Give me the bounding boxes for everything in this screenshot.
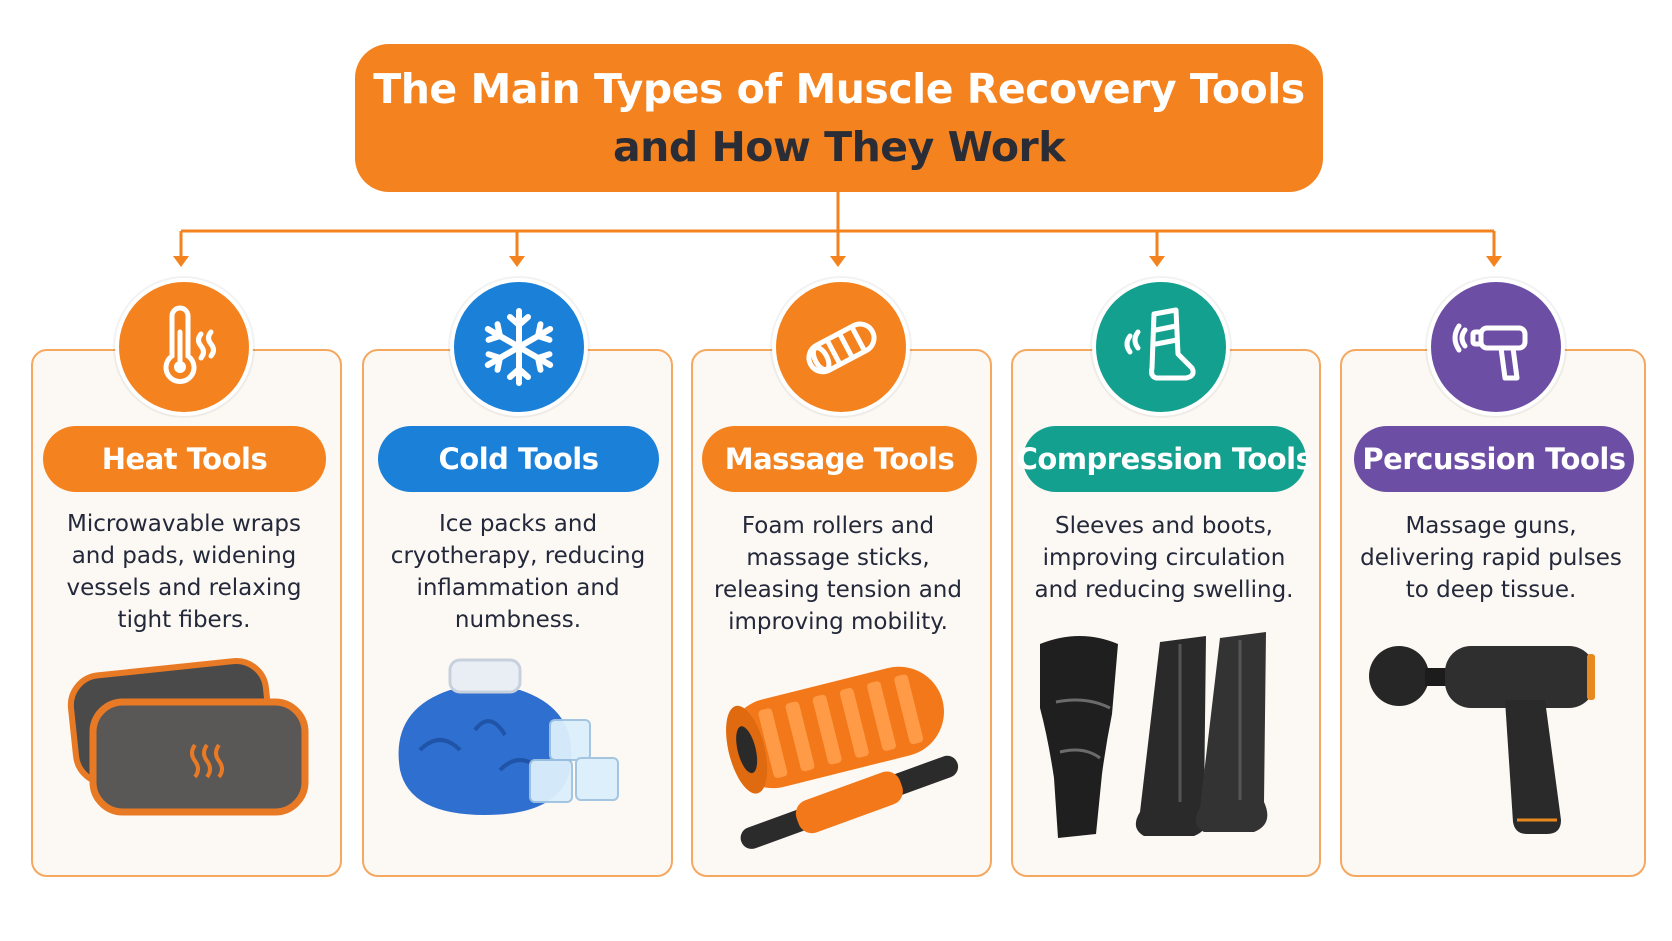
heat-tools-label: Heat Tools	[43, 426, 326, 492]
compression-tools-label: Compression Tools	[1017, 426, 1313, 492]
title-banner: The Main Types of Muscle Recovery Tools …	[355, 44, 1323, 192]
ice-pack-illustration	[398, 658, 619, 815]
foam-roller-icon	[772, 278, 910, 416]
title-line-1: The Main Types of Muscle Recovery Tools	[373, 65, 1305, 113]
massage-tools-label: Massage Tools	[702, 426, 977, 492]
title-line-2: and How They Work	[613, 123, 1066, 171]
massage-tools-description: Foam rollers and massage sticks, releasi…	[714, 513, 962, 635]
arrow-heat	[173, 256, 189, 267]
compression-tools-description: Sleeves and boots, improving circulation…	[1034, 513, 1294, 603]
heat-tools-description: Microwavable wraps and pads, widening ve…	[66, 511, 302, 633]
arrow-compression	[1149, 256, 1165, 267]
cold-tools-description: Ice packs and cryotherapy, reducing infl…	[390, 511, 646, 633]
heat-wrap-illustration	[67, 658, 309, 816]
arrow-massage	[830, 256, 846, 267]
massage-gun-illustration	[1369, 646, 1595, 834]
compression-boots-illustration	[1040, 632, 1268, 838]
foam-roller-illustration	[726, 666, 959, 849]
percussion-tools-description: Massage guns, delivering rapid pulses to…	[1360, 513, 1622, 603]
cold-tools-label: Cold Tools	[378, 426, 659, 492]
thermometer-heat-icon	[115, 278, 253, 416]
massage-gun-icon	[1427, 278, 1565, 416]
compression-sleeve-icon	[1092, 278, 1230, 416]
arrow-percussion	[1486, 256, 1502, 267]
snowflake-icon	[450, 278, 588, 416]
arrow-cold	[509, 256, 525, 267]
percussion-tools-label: Percussion Tools	[1354, 426, 1634, 492]
